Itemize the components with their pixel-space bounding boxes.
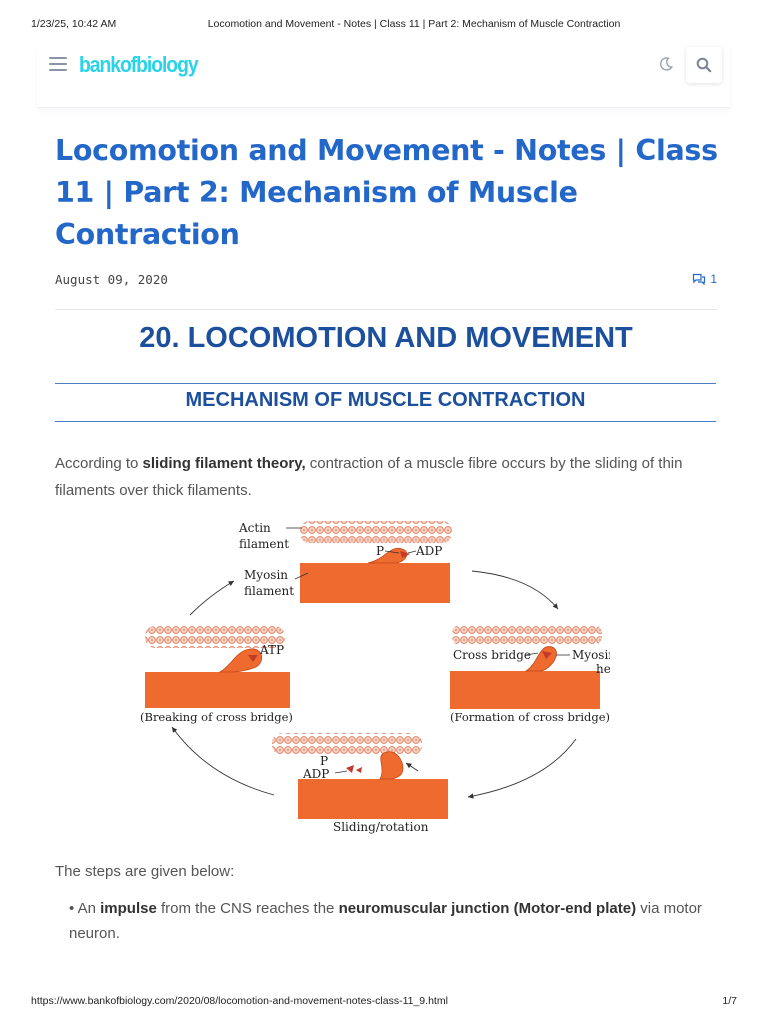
post-date: August 09, 2020 [55,272,168,287]
moon-icon[interactable] [658,56,674,72]
label-actin-filament: filament [239,537,289,551]
section-heading: MECHANISM OF MUSCLE CONTRACTION [185,389,586,411]
label-myosin: Myosin [244,568,288,582]
right-panel: Cross bridge Myosin head (Formation of c… [450,624,610,724]
left-panel: ATP (Breaking of cross bridge) [140,626,293,724]
post-meta: August 09, 2020 1 [55,272,717,290]
term-neuromuscular-junction: neuromuscular junction (Motor-end plate) [338,900,637,917]
label-myosin-filament: filament [244,584,294,598]
cycle-arrows [171,570,577,799]
comments-link[interactable]: 1 [692,272,717,286]
intro-paragraph: According to sliding filament theory, co… [55,455,683,499]
label-adp-top: ADP [415,544,442,558]
label-cross-bridge: Cross bridge [453,648,531,662]
comment-icon [693,273,706,285]
print-header: 1/23/25, 10:42 AM Locomotion and Movemen… [31,18,737,32]
print-doc-title: Locomotion and Movement - Notes | Class … [207,18,621,30]
step-item: • An impulse from the CNS reaches the ne… [69,900,702,942]
label-actin: Actin [238,521,271,535]
label-myosin-head-2: head [596,662,610,676]
menu-icon[interactable] [49,57,67,71]
caption-breaking: (Breaking of cross bridge) [140,710,293,724]
search-button[interactable] [686,47,722,83]
caption-formation: (Formation of cross bridge) [450,710,610,724]
meta-divider [55,309,717,310]
section-rule-top [55,383,716,384]
site-logo[interactable]: bankofbiology [79,52,199,77]
steps-intro: The steps are given below: [55,863,235,880]
label-myosin-head: Myosin [572,648,610,662]
site-header: bankofbiology [37,44,730,108]
comment-count: 1 [710,272,717,286]
term-impulse: impulse [100,900,157,917]
top-panel: Actin filament P ADP Myosin filament [238,521,452,603]
post-title: Locomotion and Movement - Notes | Class … [55,134,718,251]
label-adp-bottom: ADP [302,767,329,781]
term-sliding-filament: sliding filament theory, [142,455,306,472]
chapter-heading: 20. LOCOMOTION AND MOVEMENT [139,322,633,354]
muscle-contraction-diagram: Actin filament P ADP Myosin filament ATP… [140,521,610,834]
label-p-bottom: P [320,754,328,768]
bottom-panel: P ADP Sliding/rotation [272,733,448,834]
search-icon [696,57,712,73]
print-datetime: 1/23/25, 10:42 AM [31,18,117,30]
print-footer: https://www.bankofbiology.com/2020/08/lo… [31,995,737,1009]
label-atp: ATP [259,643,284,657]
print-url: https://www.bankofbiology.com/2020/08/lo… [31,995,448,1007]
label-p-top: P [376,544,384,558]
section-rule-bottom [55,421,716,422]
print-page-number: 1/7 [722,995,737,1007]
caption-sliding: Sliding/rotation [333,820,429,834]
